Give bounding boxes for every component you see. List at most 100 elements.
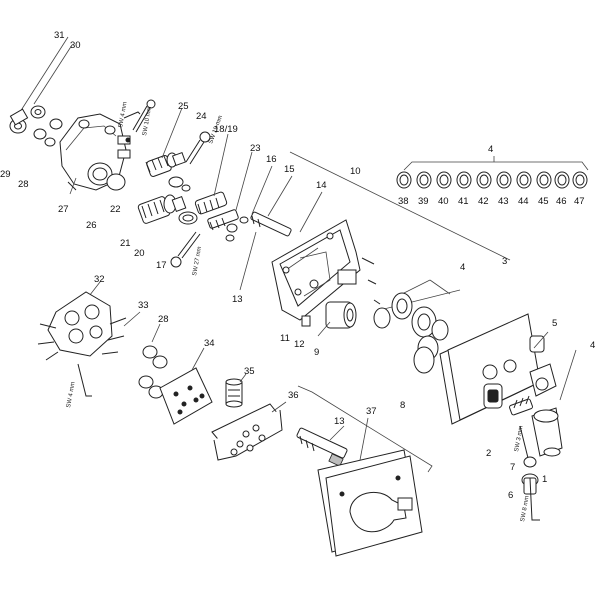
callout-40: 40 bbox=[438, 196, 449, 207]
callout-36: 36 bbox=[288, 390, 299, 401]
callout-18-19: 18/19 bbox=[214, 124, 238, 135]
callout-28: 28 bbox=[18, 179, 29, 190]
callout-22: 22 bbox=[110, 204, 121, 215]
seal bbox=[239, 216, 249, 224]
seal-part-28 bbox=[138, 375, 154, 389]
callout-11: 11 bbox=[280, 333, 290, 344]
callout-41: 41 bbox=[458, 196, 469, 207]
callout-17: 17 bbox=[156, 260, 167, 271]
spindle-part-2 bbox=[509, 395, 533, 416]
cartridge-group: SW 19 mm SW 27 mm bbox=[137, 107, 293, 291]
cover-plate-group: SW 3 mm SW 8 mm bbox=[439, 313, 577, 522]
seal-ring bbox=[44, 137, 56, 147]
callout-47: 47 bbox=[574, 196, 585, 207]
tool-label-sw27: SW 27 mm bbox=[192, 246, 203, 276]
service-parts-group bbox=[211, 385, 433, 557]
cartridge-part-9 bbox=[325, 301, 357, 329]
callout-46: 46 bbox=[556, 196, 567, 207]
tool-label-sw10: SW 10 mm bbox=[142, 106, 153, 136]
callout-5: 5 bbox=[552, 318, 557, 329]
callout-7: 7 bbox=[510, 462, 515, 473]
fitting-part-30 bbox=[30, 105, 46, 119]
thermostat-module-group bbox=[373, 279, 451, 374]
seal-ring bbox=[49, 118, 63, 130]
callout-30: 30 bbox=[70, 40, 81, 51]
rough-in-group: SW 4 mm bbox=[37, 281, 247, 425]
cover-plate-part-3 bbox=[439, 313, 541, 425]
callout-43: 43 bbox=[498, 196, 509, 207]
callout-3: 3 bbox=[502, 256, 507, 267]
cartridge-part-18-19 bbox=[194, 191, 228, 215]
extension-part-13 bbox=[296, 427, 348, 467]
callout-31: 31 bbox=[54, 30, 65, 41]
callout-16: 16 bbox=[266, 154, 277, 165]
cartridge-part-22 bbox=[137, 194, 187, 224]
nut-part-7 bbox=[523, 456, 537, 468]
callout-13: 13 bbox=[232, 294, 243, 305]
callout-10: 10 bbox=[350, 166, 361, 177]
callout-39: 39 bbox=[418, 196, 429, 207]
seal bbox=[225, 234, 235, 242]
button-part-40 bbox=[436, 171, 452, 189]
adapter-part-35 bbox=[225, 378, 243, 408]
callout-13-lower: 13 bbox=[334, 416, 345, 427]
screw-part-12 bbox=[301, 315, 311, 327]
callout-35: 35 bbox=[244, 366, 255, 377]
callout-labels: 31 30 29 28 27 26 25 24 18/19 23 16 15 1… bbox=[0, 30, 595, 501]
valve-insert bbox=[337, 269, 357, 285]
gasket-plate-part-34 bbox=[159, 367, 213, 425]
seal-part-28 bbox=[142, 345, 158, 359]
o-ring bbox=[106, 173, 126, 191]
valve-body-group: SW 4 mm SW 10 mm bbox=[9, 36, 156, 195]
callout-32: 32 bbox=[94, 274, 105, 285]
callout-38: 38 bbox=[398, 196, 409, 207]
tool-label-sw3: SW 3 mm bbox=[514, 425, 524, 452]
o-ring-part-8 bbox=[413, 346, 435, 374]
knob-part-1 bbox=[531, 407, 563, 457]
button-part-47 bbox=[572, 171, 588, 189]
seal-ring bbox=[33, 128, 47, 140]
callout-42: 42 bbox=[478, 196, 489, 207]
callout-14: 14 bbox=[316, 180, 327, 191]
callout-12: 12 bbox=[294, 339, 305, 350]
callout-28-lower: 28 bbox=[158, 314, 169, 325]
button-part-43 bbox=[496, 171, 512, 189]
callout-4-right: 4 bbox=[590, 340, 595, 351]
callout-1: 1 bbox=[542, 474, 547, 485]
callout-15: 15 bbox=[284, 164, 295, 175]
callout-26: 26 bbox=[86, 220, 97, 231]
button-part-39 bbox=[416, 171, 432, 189]
rough-in-body-part-32 bbox=[37, 291, 127, 361]
callout-45: 45 bbox=[538, 196, 549, 207]
finish-set-part-37 bbox=[317, 449, 423, 557]
callout-24: 24 bbox=[196, 111, 207, 122]
button-part-38 bbox=[396, 171, 412, 189]
callout-9: 9 bbox=[314, 347, 319, 358]
callout-33: 33 bbox=[138, 300, 149, 311]
callout-25: 25 bbox=[178, 101, 189, 112]
callout-2: 2 bbox=[486, 448, 491, 459]
tool-label-sw8: SW 8 mm bbox=[520, 495, 530, 522]
callout-44: 44 bbox=[518, 196, 529, 207]
seal-part-28 bbox=[152, 355, 168, 369]
plaster-guard-part-36 bbox=[211, 403, 283, 461]
mounting-frame-part-14 bbox=[271, 219, 361, 321]
spindle-part-23 bbox=[207, 209, 239, 233]
button-set-group bbox=[396, 156, 589, 189]
extension-part-15 bbox=[250, 211, 292, 237]
tool-label-sw4b: SW 4 mm bbox=[66, 381, 76, 408]
button-part-44 bbox=[516, 171, 532, 189]
callout-4-middle: 4 bbox=[460, 262, 465, 273]
button-part-45 bbox=[536, 171, 552, 189]
callout-20: 20 bbox=[134, 248, 145, 259]
tool-label-sw4: SW 4 mm bbox=[118, 101, 128, 128]
fitting-part-31 bbox=[9, 108, 29, 134]
o-ring bbox=[181, 184, 191, 192]
callout-8: 8 bbox=[400, 400, 405, 411]
callout-29: 29 bbox=[0, 169, 11, 180]
button-part-42 bbox=[476, 171, 492, 189]
callout-37: 37 bbox=[366, 406, 377, 417]
callout-34: 34 bbox=[204, 338, 215, 349]
